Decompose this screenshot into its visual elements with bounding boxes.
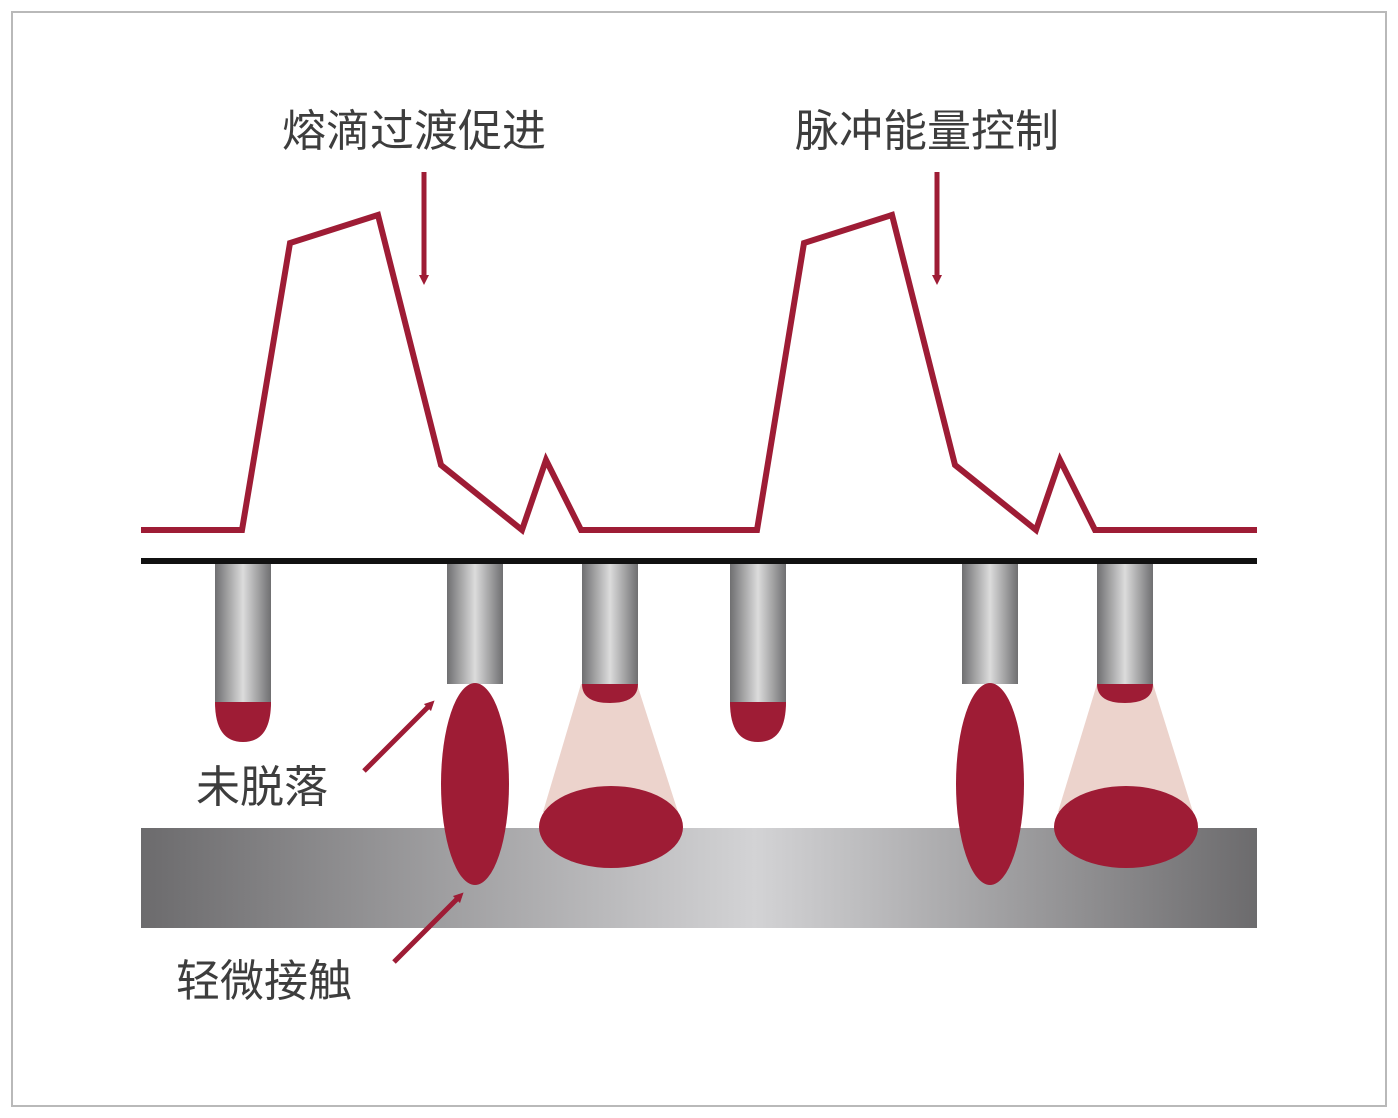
droplet-cap (582, 684, 638, 703)
electrode-group (215, 562, 1153, 730)
electrode-rod (215, 562, 271, 730)
arrow-not-detached (362, 700, 435, 773)
droplet-not-detached (730, 702, 786, 742)
droplet-contact (441, 683, 509, 885)
electrode-rod (962, 562, 1018, 684)
weld-pool (539, 786, 683, 868)
electrode-rod (1097, 562, 1153, 684)
pulse-waveform (141, 211, 1257, 536)
electrode-rod (582, 562, 638, 684)
weld-pool (1054, 786, 1198, 868)
droplet-not-detached (215, 702, 271, 742)
arrow-slight-contact (392, 892, 464, 964)
droplet-cap (1097, 684, 1153, 703)
spatter-cone (543, 684, 678, 812)
electrode-rod (730, 562, 786, 730)
label-pulse-energy: 脉冲能量控制 (795, 106, 1059, 157)
droplet-group (215, 683, 1198, 885)
label-slight-contact: 轻微接触 (176, 956, 352, 1007)
spatter-cone (1058, 684, 1193, 812)
droplet-contact (956, 683, 1024, 885)
label-not-detached: 未脱落 (196, 762, 328, 813)
label-droplet-transfer: 熔滴过渡促进 (282, 106, 546, 157)
electrode-rod (447, 562, 503, 684)
